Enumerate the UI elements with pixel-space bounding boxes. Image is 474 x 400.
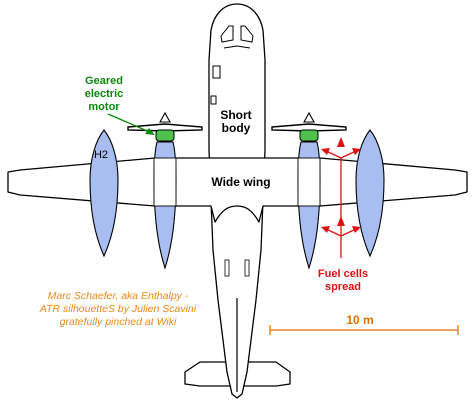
propeller-left xyxy=(127,123,203,132)
motor-leader-line xyxy=(107,113,153,134)
wide-wing-label: Wide wing xyxy=(211,175,271,189)
h2-tank-left xyxy=(89,129,119,258)
fuel-cell-arrow-lower-right xyxy=(340,228,357,237)
fuel-cell-arrowhead xyxy=(337,216,345,226)
geared-motor-left xyxy=(155,129,175,142)
fuel-cell-arrowhead xyxy=(352,148,361,155)
credit-text: Marc Schaefer, aka Enthalpy - ATR silhou… xyxy=(8,290,228,329)
credit-line: Marc Schaefer, aka Enthalpy - xyxy=(47,290,189,302)
fuel-cell-arrow-lower-left xyxy=(325,228,342,237)
fuel-cell-arrow-upper-right xyxy=(340,150,357,159)
geared-motor-label-line: Geared xyxy=(85,75,123,87)
geared-motor-label-line: electric xyxy=(84,88,124,100)
fuel-cell-arrowhead xyxy=(321,148,330,155)
credit-line: ATR silhouetteS by Julien Scavini xyxy=(39,303,197,315)
short-body-label: Short body xyxy=(210,109,262,135)
geared-motor-right xyxy=(299,129,319,142)
fuel-cell-arrowhead xyxy=(321,226,330,233)
h2-tank-label: H2 xyxy=(93,149,109,161)
fuel-cells-label-line: Fuel cells xyxy=(317,268,369,280)
fuel-cells-label: Fuel cells spread xyxy=(308,268,378,294)
credit-line: gratefully pinched at Wiki xyxy=(59,316,177,328)
propeller-hub-right xyxy=(303,111,315,123)
main-wing xyxy=(7,157,468,223)
fuel-cell-arrowhead xyxy=(337,137,345,147)
cockpit-frame xyxy=(223,45,251,49)
scale-label: 10 m xyxy=(346,313,374,327)
tail-marking-right xyxy=(244,259,250,277)
short-body-label-line: body xyxy=(221,121,251,135)
propeller-right xyxy=(271,123,347,132)
h2-tank-right xyxy=(355,129,385,258)
door-hatch xyxy=(212,65,221,79)
geared-motor-label: Geared electric motor xyxy=(72,75,136,114)
short-body-label-line: Short xyxy=(220,108,252,122)
nacelle-wing-band-right xyxy=(297,157,321,207)
tail-marking-left xyxy=(224,259,230,277)
geared-motor-label-line: motor xyxy=(88,101,120,113)
motor-leader-arrowhead xyxy=(145,128,155,135)
fuel-cell-arrowhead xyxy=(352,226,361,233)
cockpit-window-right xyxy=(240,25,254,43)
window-hatch xyxy=(210,95,217,105)
fuel-cells-label-line: spread xyxy=(324,281,362,293)
fuel-cell-arrow-upper-left xyxy=(325,150,342,159)
propeller-hub-left xyxy=(159,111,171,123)
nacelle-wing-band-left xyxy=(153,157,177,207)
cockpit-window-left xyxy=(220,25,234,43)
